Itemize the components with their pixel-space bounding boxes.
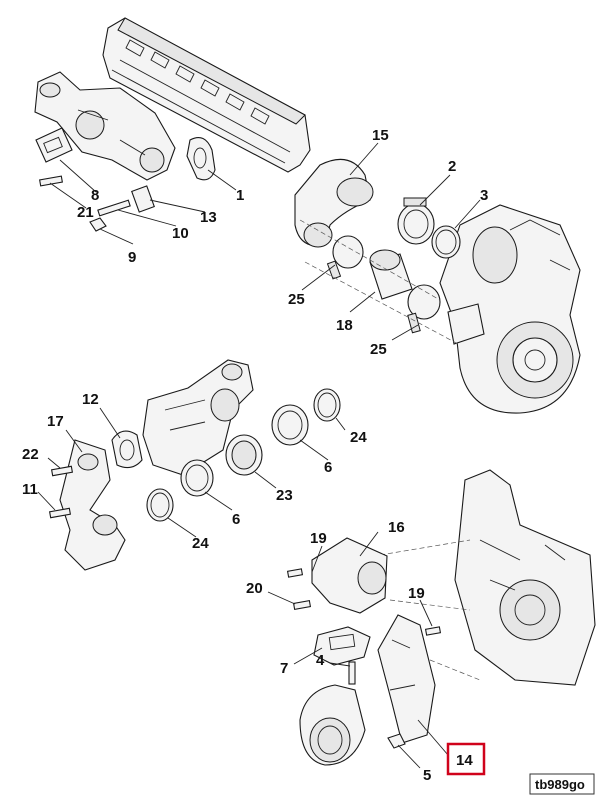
callout-7: 7: [280, 660, 288, 677]
hose-clamp-25-upper-illustration: [326, 235, 364, 280]
connecting-sleeve-18-illustration: [369, 249, 413, 300]
callout-25-upper: 25: [288, 291, 305, 308]
clamp-2-illustration: [397, 197, 435, 245]
seal-ring-24-upper-illustration: [313, 388, 341, 422]
bolt-19-upper-illustration: [286, 568, 304, 578]
hose-clamp-25-lower-illustration: [407, 284, 441, 334]
callout-16: 16: [388, 519, 405, 536]
bolt-10-illustration: [97, 199, 131, 217]
callout-1: 1: [236, 187, 244, 204]
drawing-code-box: [529, 773, 595, 795]
callout-15: 15: [372, 127, 389, 144]
clamp-6-upper-illustration: [271, 404, 309, 446]
stud-4-illustration: [348, 661, 356, 685]
callout-20: 20: [246, 580, 263, 597]
callout-10: 10: [172, 225, 189, 242]
callout-17: 17: [47, 413, 64, 430]
gasket-7-illustration: [313, 626, 371, 666]
callout-4: 4: [316, 652, 325, 669]
callout-21: 21: [77, 204, 94, 221]
bolt-9-illustration: [89, 217, 107, 232]
callout-22: 22: [22, 446, 39, 463]
callout-19-lower: 19: [408, 585, 425, 602]
callout-6-lower: 6: [232, 511, 240, 528]
elbow-16-illustration: [311, 537, 388, 614]
seal-ring-3-illustration: [431, 225, 461, 259]
callout-8: 8: [91, 187, 99, 204]
bolt-22-illustration: [50, 465, 74, 477]
bolt-5-illustration: [387, 733, 406, 749]
inlet-pipe-illustration: [59, 439, 126, 571]
highlight-box: [446, 742, 486, 776]
callout-18: 18: [336, 317, 353, 334]
clamp-6-lower-illustration: [180, 459, 214, 497]
callout-24-lower: 24: [192, 535, 209, 552]
callout-19-upper: 19: [310, 530, 327, 547]
manifold-gasket-illustration: [35, 127, 73, 163]
bracket-14-illustration: [377, 614, 436, 744]
bolt-20-illustration: [292, 600, 312, 610]
bolt-19-lower-illustration: [424, 626, 442, 636]
drawing-code: tb989go: [535, 777, 585, 792]
callout-25-lower: 25: [370, 341, 387, 358]
callout-6-upper: 6: [324, 459, 332, 476]
callout-3: 3: [480, 187, 488, 204]
turbine-housing-illustration: [299, 684, 366, 766]
callout-13: 13: [200, 209, 217, 226]
cylinder-head-illustration: [102, 17, 311, 173]
callout-11: 11: [22, 481, 38, 498]
egr-module-illustration: [142, 359, 254, 476]
sleeve-23-illustration: [225, 434, 263, 476]
callout-14: 14: [456, 752, 473, 769]
callout-24-upper: 24: [350, 429, 367, 446]
callout-9: 9: [128, 249, 136, 266]
stud-8-illustration: [39, 175, 63, 187]
turbo-gasket-illustration: [186, 137, 216, 181]
seal-ring-24-lower-illustration: [146, 488, 174, 522]
turbocharger-illustration: [439, 204, 581, 414]
callout-12: 12: [82, 391, 99, 408]
spacer-sleeve-illustration: [131, 185, 155, 213]
bolt-11-illustration: [48, 507, 72, 519]
callout-5: 5: [423, 767, 431, 784]
callout-2: 2: [448, 158, 456, 175]
exhaust-manifold-illustration: [34, 71, 176, 181]
timing-cover-illustration: [454, 469, 596, 686]
gasket-12-illustration: [111, 430, 143, 469]
callout-23: 23: [276, 487, 293, 504]
intake-elbow-illustration: [294, 158, 374, 248]
